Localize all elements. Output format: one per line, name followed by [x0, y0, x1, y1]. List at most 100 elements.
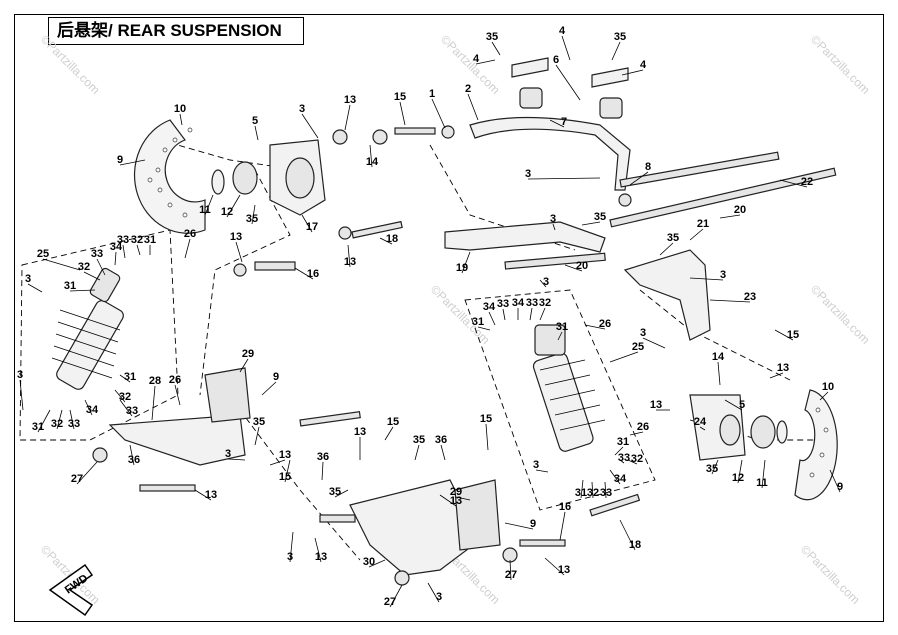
callout-15: 15: [480, 413, 492, 425]
callout-36: 36: [128, 454, 140, 466]
callout-leader-35: [254, 426, 260, 446]
right-shock-spring: [532, 352, 594, 452]
right-circlip: [776, 420, 788, 444]
callout-13: 13: [344, 256, 356, 268]
callout-leader-26: [629, 431, 644, 436]
callout-leader-9: [504, 522, 534, 530]
callout-29: 29: [242, 348, 254, 360]
callout-15: 15: [279, 471, 291, 483]
callout-19: 19: [456, 262, 468, 274]
left-knuckle-bore: [285, 157, 315, 199]
callout-leader-16: [559, 511, 566, 541]
callout-26: 26: [599, 318, 611, 330]
callout-leader-3: [27, 283, 43, 293]
callout-leader-16: [294, 267, 314, 280]
callout-34: 34: [86, 404, 99, 416]
diagram-title: 后悬架/ REAR SUSPENSION: [48, 17, 304, 45]
watermark-text: ©Partzilla.com: [808, 282, 873, 347]
callout-31: 31: [124, 371, 136, 383]
nut-13b: [372, 129, 388, 145]
callout-leader-23: [709, 299, 751, 303]
nut-13d: [233, 263, 247, 277]
callout-30: 30: [363, 556, 375, 568]
upper-arm-23-body: [623, 249, 711, 341]
right-spring-coils: [539, 359, 606, 431]
callout-13: 13: [205, 489, 217, 501]
callout-32: 32: [539, 297, 551, 309]
callout-21: 21: [697, 218, 709, 230]
callout-25: 25: [37, 248, 49, 260]
callout-23: 23: [744, 291, 756, 303]
callout-leader-13: [194, 489, 212, 501]
callout-16: 16: [559, 501, 571, 513]
callout-leader-4: [475, 59, 496, 65]
right-shock-outline: [464, 289, 656, 511]
callout-leader-3: [535, 469, 549, 473]
callout-leader-9: [829, 469, 841, 493]
callout-leader-12: [226, 194, 241, 218]
callout-leader-20: [719, 214, 741, 219]
callout-33: 33: [117, 234, 129, 246]
callout-36: 36: [317, 451, 329, 463]
callout-33: 33: [526, 297, 538, 309]
callout-35: 35: [486, 31, 498, 43]
callout-leader-21: [689, 228, 704, 241]
callout-26: 26: [637, 421, 649, 433]
callout-leader-33: [619, 459, 625, 464]
upper-arm-23: [623, 249, 711, 341]
callout-12: 12: [221, 206, 233, 218]
callout-leader-28: [151, 385, 156, 421]
callout-35: 35: [667, 232, 679, 244]
callout-leader-34: [488, 311, 496, 326]
callout-32: 32: [78, 261, 90, 273]
callout-32: 32: [131, 234, 143, 246]
callout-leader-29: [239, 358, 249, 373]
callout-33: 33: [91, 248, 103, 260]
callout-leader-13: [344, 104, 351, 131]
callout-leader-35: [581, 221, 601, 226]
bolt-18-top: [351, 220, 403, 239]
callout-leader-3: [227, 458, 246, 461]
callout-leader-31: [614, 446, 624, 456]
callout-leader-31: [69, 289, 96, 292]
stabilizer-bar-body: [469, 116, 631, 191]
bolt-20b: [504, 252, 606, 270]
callout-leader-34: [609, 469, 621, 485]
callout-leader-11: [761, 459, 766, 489]
callout-26: 26: [169, 374, 181, 386]
callout-leader-6: [555, 64, 581, 101]
callout-34: 34: [483, 301, 496, 313]
bracket-right: [591, 67, 629, 88]
callout-leader-35: [251, 204, 256, 225]
callout-25: 25: [632, 341, 644, 353]
callout-leader-35: [414, 444, 420, 461]
callout-4: 4: [473, 53, 480, 65]
callout-leader-12: [737, 459, 743, 484]
left-knuckle: [211, 139, 326, 216]
callout-leader-14: [369, 144, 373, 168]
callout-36: 36: [435, 434, 447, 446]
callout-leader-3: [539, 279, 547, 288]
bolt-16-lower: [519, 539, 566, 547]
watermark-text: ©Partzilla.com: [38, 32, 103, 97]
callout-leader-18: [619, 519, 636, 551]
callout-13: 13: [354, 426, 366, 438]
callout-leader-4: [561, 35, 571, 61]
left-disc-body: [133, 119, 206, 234]
callout-33: 33: [497, 298, 509, 310]
callout-leader-36: [440, 444, 446, 461]
bushing-27-right: [502, 547, 518, 563]
callout-leader-36: [321, 461, 324, 481]
watermark-text: ©Partzilla.com: [808, 32, 873, 97]
callout-31: 31: [556, 321, 568, 333]
callout-leader-15: [399, 101, 406, 126]
callout-32: 32: [587, 487, 599, 499]
callout-leader-35: [611, 41, 621, 61]
callout-leader-1: [431, 98, 446, 129]
callout-leader-10: [819, 391, 829, 401]
callout-31: 31: [64, 280, 76, 292]
callout-35: 35: [594, 211, 606, 223]
callout-10: 10: [174, 103, 186, 115]
callout-27: 27: [384, 596, 396, 608]
callout-31: 31: [575, 487, 587, 499]
